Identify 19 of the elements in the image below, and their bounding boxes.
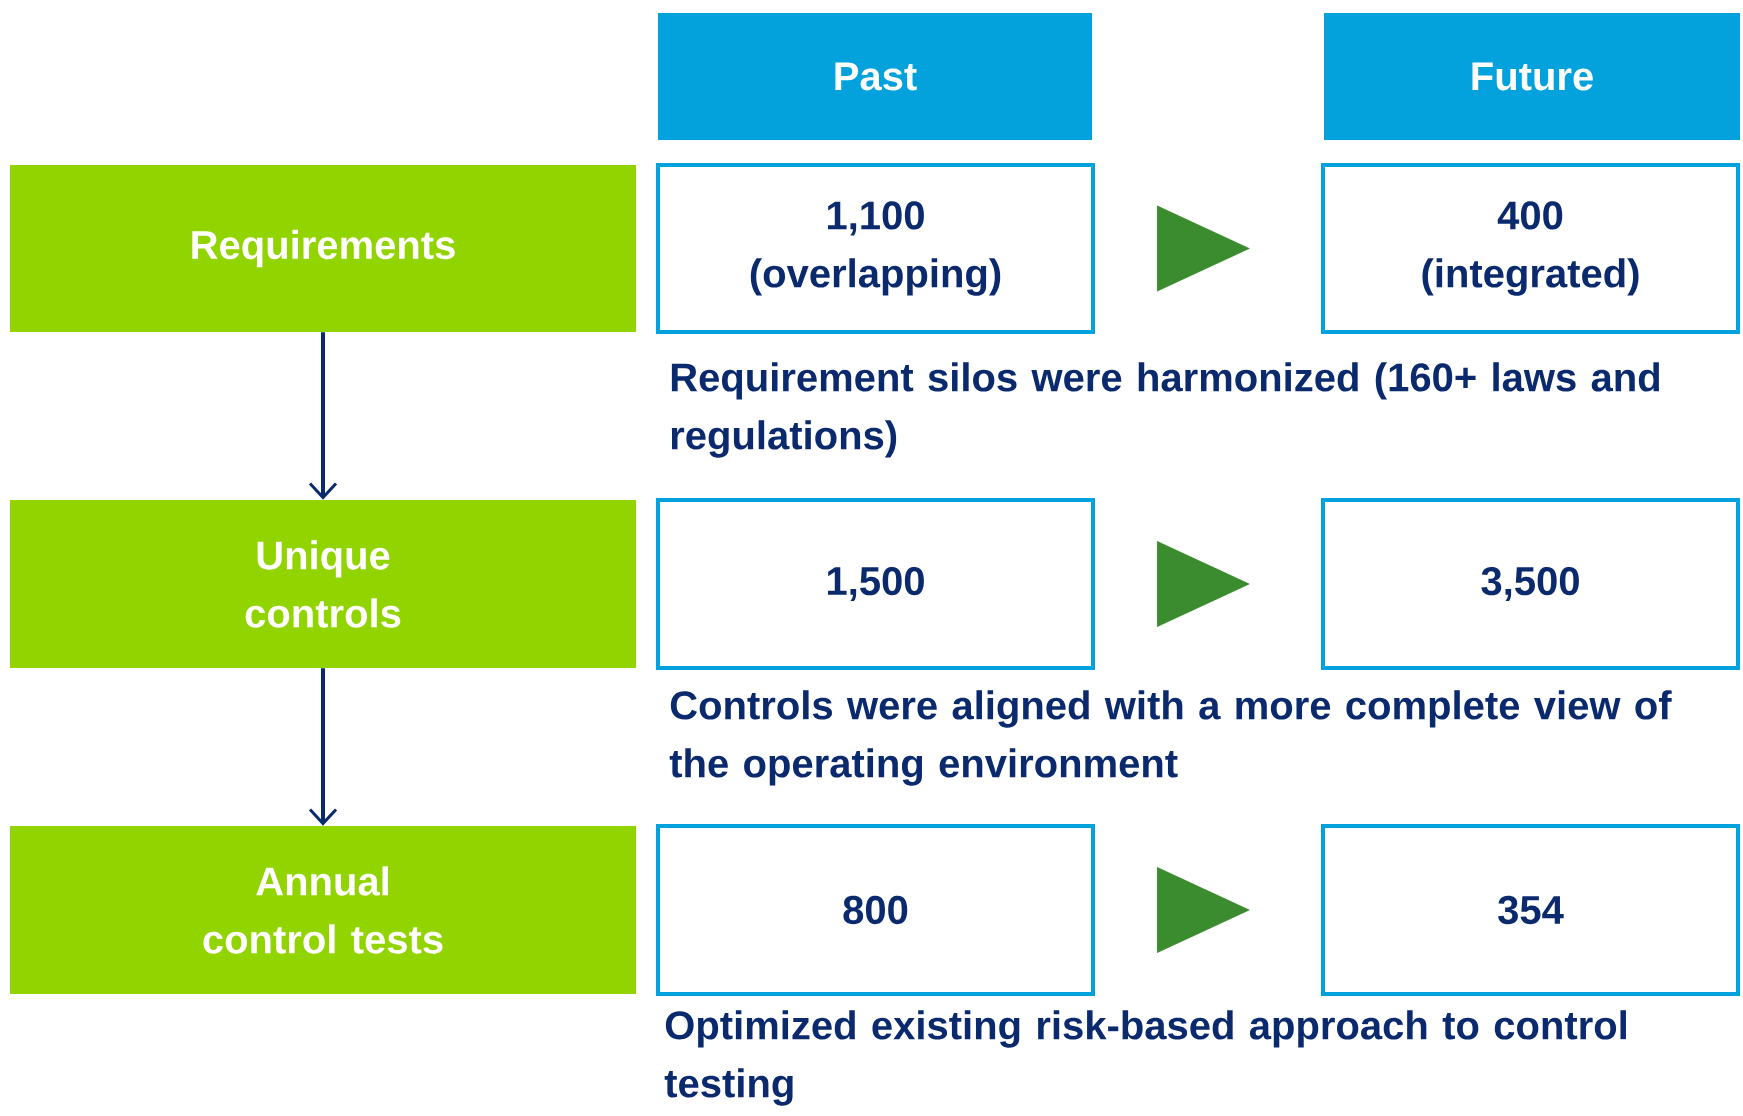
arrow <box>308 668 338 826</box>
category-box: Unique controls <box>10 500 636 668</box>
value-box: 400 (integrated) <box>1321 163 1740 334</box>
value-box: 354 <box>1321 824 1740 996</box>
category-box: Requirements <box>10 165 636 332</box>
note-text: Requirement silos were harmonized (160+ laws and regulations) <box>671 362 1660 458</box>
column-header: Past <box>658 13 1092 140</box>
triangle-arrow <box>1157 867 1250 953</box>
triangle-arrow <box>1157 541 1250 627</box>
arrow <box>308 332 338 500</box>
note-text: Optimized existing risk-based approach to control testing <box>664 1010 1626 1106</box>
column-header: Future <box>1324 13 1740 140</box>
note-text: Controls were aligned with a more complete view of the operating environment <box>669 690 1672 786</box>
category-box: Annual control tests <box>10 826 636 994</box>
triangle-arrow <box>1157 205 1250 292</box>
value-box: 800 <box>656 824 1095 996</box>
value-box: 1,500 <box>656 498 1095 670</box>
value-box: 3,500 <box>1321 498 1740 670</box>
value-box: 1,100 (overlapping) <box>656 163 1095 334</box>
